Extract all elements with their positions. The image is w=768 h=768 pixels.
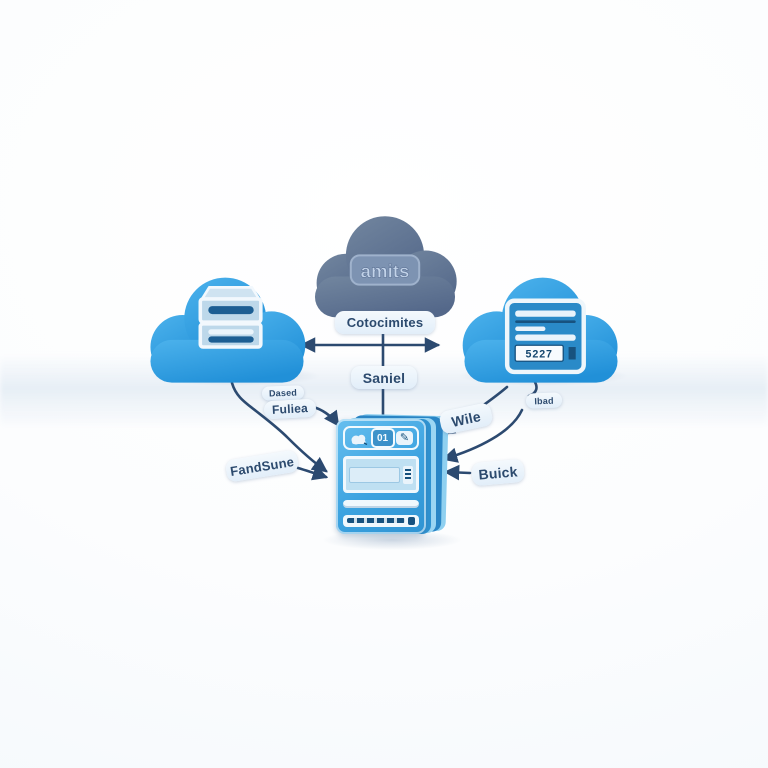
- server-icon-row: 01 ✎: [343, 426, 419, 450]
- label-left: Fuliea: [263, 398, 317, 420]
- cloud-logo-badge: amits: [349, 254, 421, 286]
- gray-cloud: amits: [314, 216, 457, 318]
- server-screen: [343, 456, 419, 493]
- arrow-leftcloud-to-server: [230, 381, 328, 473]
- arrow-ibad-to-server: [441, 408, 524, 463]
- label-connector-middle: Saniel: [351, 366, 417, 389]
- right-cloud: 5227: [462, 277, 618, 383]
- left-cloud: [150, 277, 306, 383]
- server-badge: 01: [370, 428, 395, 448]
- keypad-icon: [403, 465, 413, 484]
- server-slot: [343, 500, 419, 508]
- arrow-buick-to-server: [443, 464, 472, 481]
- pencil-icon: ✎: [396, 431, 413, 445]
- server-bottom-text-marks: [347, 518, 405, 524]
- server-bottom-bar: [343, 514, 419, 527]
- database-stack-icon: [198, 286, 263, 349]
- label-left-small: Dased: [261, 385, 305, 401]
- label-right-small: Ibad: [525, 392, 563, 409]
- server-shadow: [322, 530, 462, 550]
- label-connector-top: Cotocimites: [335, 311, 435, 334]
- label-right-lower: Buick: [471, 458, 525, 487]
- arrow-fandsune-to-server: [296, 465, 329, 481]
- server-front-panel: 01 ✎: [336, 419, 426, 534]
- server-rack-display-text: 5227: [526, 349, 553, 361]
- arrow-fuliea-to-server: [311, 405, 340, 427]
- cloud-icon: [351, 434, 368, 445]
- server-bottom-button: [408, 516, 415, 525]
- server-rack-icon: 5227: [504, 298, 586, 375]
- cloud-logo-text: amits: [361, 260, 410, 281]
- server-screen-display: [349, 466, 400, 483]
- central-server: 01 ✎: [336, 413, 449, 534]
